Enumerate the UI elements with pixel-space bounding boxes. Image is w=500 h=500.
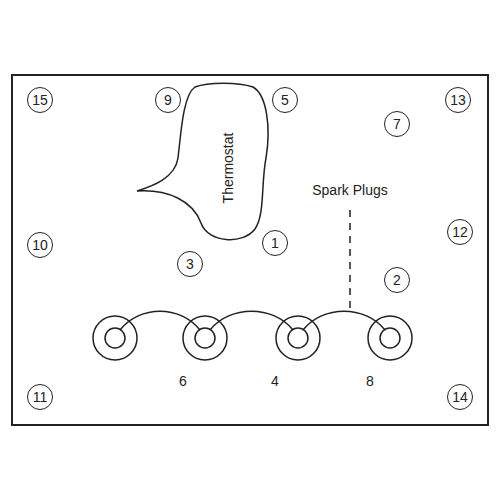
bolt-number: 15	[32, 93, 48, 107]
cylinder-head-outline	[12, 75, 488, 425]
leader-line	[349, 210, 351, 312]
thermostat-housing: Thermostat	[133, 83, 275, 248]
bolt-number: 4	[270, 373, 280, 389]
bolt-number: 3	[186, 257, 194, 271]
bolt-circle: 13	[445, 87, 471, 113]
bolt-number: 7	[393, 117, 401, 131]
bolt-circle: 7	[384, 111, 410, 137]
bolt-circle: 14	[447, 384, 473, 410]
bolt-circle: 3	[177, 251, 203, 277]
bolt-number: 10	[32, 238, 48, 252]
bolt-number: 5	[281, 93, 289, 107]
bolt-number: 9	[164, 93, 172, 107]
bolt-circle: 11	[27, 384, 53, 410]
bolt-circle: 15	[27, 87, 53, 113]
bolt-circle: 5	[272, 87, 298, 113]
spark-plugs	[93, 311, 412, 360]
part-label: Spark Plugs	[311, 182, 388, 198]
bolt-circle: 2	[384, 267, 410, 293]
bolt-number: 13	[450, 93, 466, 107]
bolt-number: 2	[393, 273, 401, 287]
bolt-circle: 10	[27, 232, 53, 258]
bolt-number: 6	[178, 373, 188, 389]
bolt-number: 11	[33, 390, 48, 404]
bolt-number: 12	[452, 225, 468, 239]
bolt-number: 1	[271, 236, 279, 250]
bolt-number: 14	[452, 390, 468, 404]
bolt-circle: 9	[155, 87, 181, 113]
part-name: Thermostat	[221, 133, 235, 204]
bolt-circle: 1	[262, 230, 288, 256]
bolt-circle: 12	[447, 219, 473, 245]
bolt-number: 8	[365, 373, 375, 389]
thermostat-outline	[133, 83, 275, 248]
